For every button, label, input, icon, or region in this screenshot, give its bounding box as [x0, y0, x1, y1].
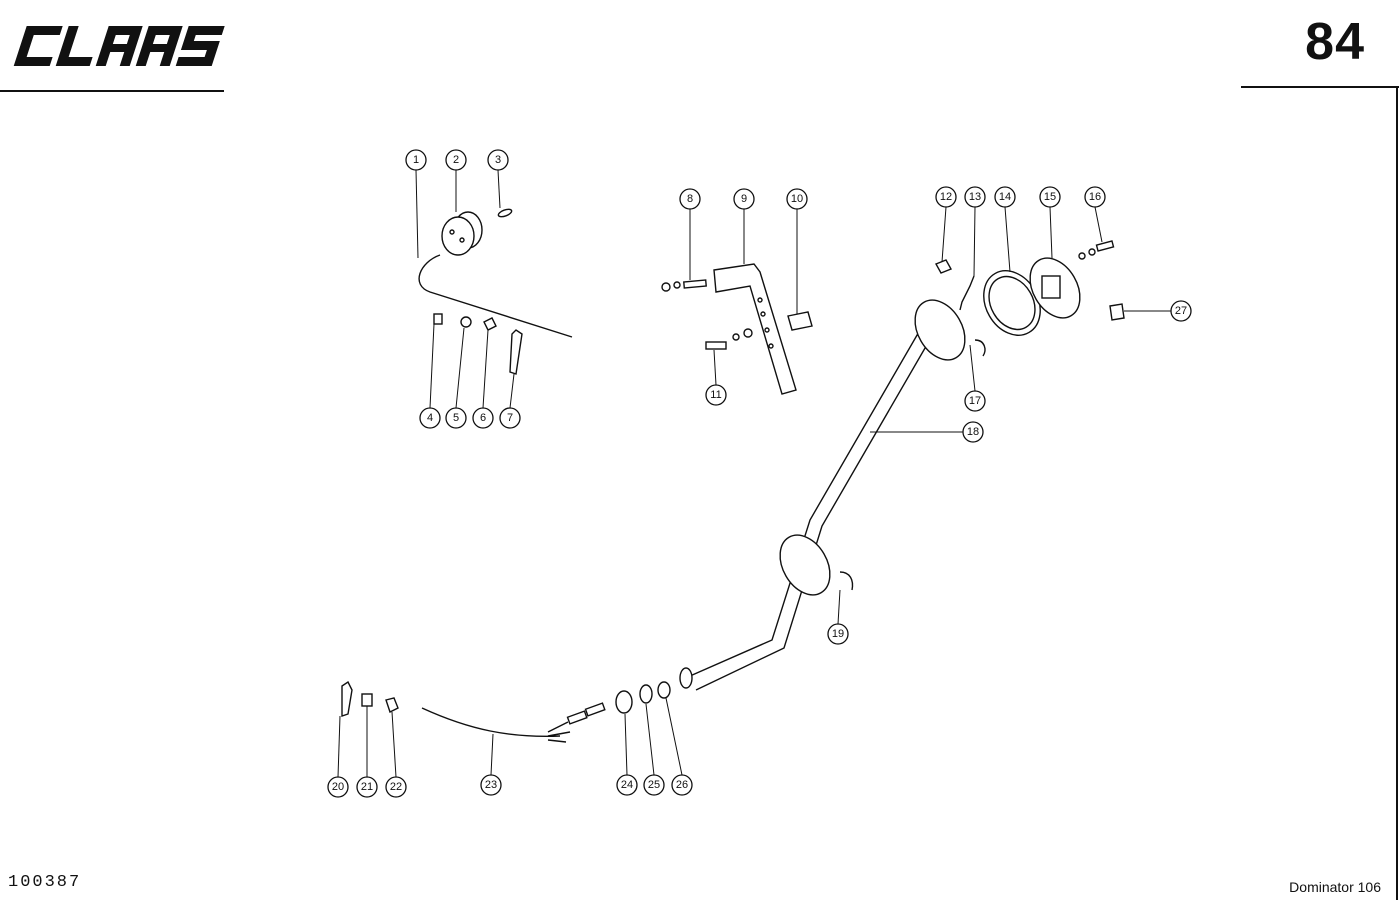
callout-21: 21 [356, 776, 378, 798]
callout-20: 20 [327, 776, 349, 798]
part-4 [433, 313, 443, 325]
callout-17: 17 [964, 390, 986, 412]
callout-1: 1 [405, 149, 427, 171]
part-lens-15 [1029, 257, 1081, 319]
svg-text:12: 12 [940, 191, 952, 203]
svg-text:4: 4 [427, 412, 433, 424]
part-20 [341, 680, 353, 717]
callout-10: 10 [786, 188, 808, 210]
part-cable-1 [418, 254, 573, 338]
page-border-right [1396, 86, 1398, 900]
callout-24: 24 [616, 774, 638, 796]
svg-text:15: 15 [1044, 191, 1056, 203]
svg-text:14: 14 [999, 191, 1011, 203]
callout-7: 7 [499, 407, 521, 429]
svg-text:8: 8 [687, 193, 693, 205]
part-12 [935, 259, 952, 274]
svg-text:18: 18 [967, 426, 979, 438]
svg-text:5: 5 [453, 412, 459, 424]
part-housing-17 [914, 299, 986, 361]
svg-text:17: 17 [969, 395, 981, 407]
part-clip-3 [497, 208, 513, 218]
page-number: 84 [1305, 13, 1365, 71]
part-bolt-16 [1078, 240, 1115, 260]
callout-9: 9 [733, 188, 755, 210]
svg-text:27: 27 [1175, 305, 1187, 317]
svg-text:11: 11 [710, 389, 721, 401]
svg-text:3: 3 [495, 154, 501, 166]
part-21 [361, 693, 373, 707]
callout-4: 4 [419, 407, 441, 429]
svg-text:24: 24 [621, 779, 633, 791]
svg-text:22: 22 [390, 781, 402, 793]
callout-15: 15 [1039, 186, 1061, 208]
callout-13: 13 [964, 186, 986, 208]
header-rule-left [0, 90, 224, 92]
part-6 [483, 317, 497, 331]
part-bracket-9 [713, 263, 797, 395]
part-nut-24 [615, 690, 633, 714]
callout-22: 22 [385, 776, 407, 798]
callout-2: 2 [445, 149, 467, 171]
svg-text:7: 7 [507, 412, 513, 424]
svg-text:13: 13 [969, 191, 981, 203]
header-rule-right [1241, 86, 1399, 88]
part-5 [460, 316, 472, 328]
model-name: Dominator 106 [1289, 879, 1381, 895]
part-clamp-10 [787, 311, 813, 331]
part-tube-18 [689, 329, 933, 691]
callout-25: 25 [643, 774, 665, 796]
callout-6: 6 [472, 407, 494, 429]
svg-text:19: 19 [832, 628, 844, 640]
part-ring-26 [657, 681, 671, 699]
svg-text:6: 6 [480, 412, 486, 424]
callout-8: 8 [679, 188, 701, 210]
callout-14: 14 [994, 186, 1016, 208]
svg-text:16: 16 [1089, 191, 1101, 203]
part-bolt-11 [705, 328, 753, 350]
callout-16: 16 [1084, 186, 1106, 208]
callout-27: 27 [1170, 300, 1192, 322]
svg-text:10: 10 [791, 193, 803, 205]
callout-12: 12 [935, 186, 957, 208]
part-gauge-2 [441, 211, 483, 256]
svg-text:23: 23 [485, 779, 497, 791]
svg-text:1: 1 [413, 154, 419, 166]
callout-3: 3 [487, 149, 509, 171]
svg-text:20: 20 [332, 781, 344, 793]
drawing-number: 100387 [8, 873, 82, 892]
part-housing-19 [779, 534, 854, 596]
part-washer-25 [639, 684, 653, 704]
claas-logo [13, 26, 225, 66]
callout-26: 26 [671, 774, 693, 796]
svg-text:25: 25 [648, 779, 660, 791]
part-harness-23 [421, 702, 606, 743]
svg-text:2: 2 [453, 154, 459, 166]
part-7 [509, 329, 523, 375]
callout-23: 23 [480, 774, 502, 796]
part-fitting [679, 667, 693, 689]
svg-text:9: 9 [741, 193, 747, 205]
part-27 [1109, 303, 1125, 321]
part-13 [959, 275, 975, 311]
svg-text:21: 21 [361, 781, 373, 793]
part-bolt-8 [661, 279, 707, 292]
part-22 [385, 697, 399, 713]
callout-11: 11 [705, 384, 727, 406]
callout-18: 18 [962, 421, 984, 443]
leader-lines [337, 169, 1171, 778]
svg-text:26: 26 [676, 779, 688, 791]
callout-5: 5 [445, 407, 467, 429]
callout-19: 19 [827, 623, 849, 645]
